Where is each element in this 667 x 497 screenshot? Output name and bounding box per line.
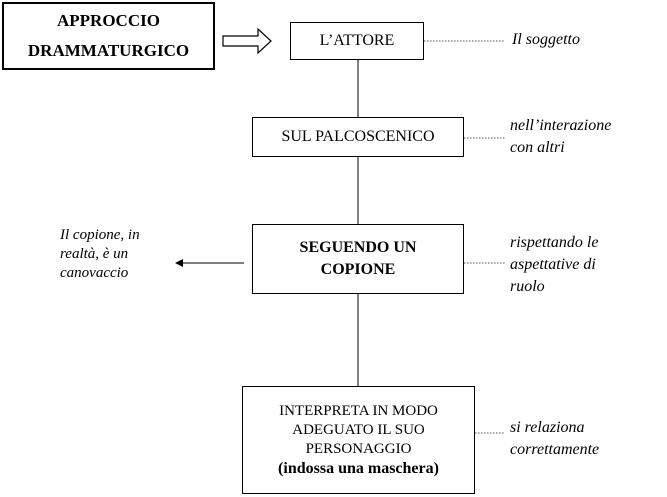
note-aspettative: rispettando le aspettative di ruolo (510, 234, 599, 295)
note-soggetto: Il soggetto (512, 31, 580, 48)
title-box: APPROCCIO DRAMMATURGICO (2, 2, 215, 70)
box-interpreta-line-3: PERSONAGGIO (305, 441, 412, 457)
title-line-2: DRAMMATURGICO (27, 41, 190, 60)
box-copione-line-2: COPIONE (320, 261, 396, 278)
box-palcoscenico-label: SUL PALCOSCENICO (281, 128, 435, 145)
note-relaziona: si relaziona correttamente (510, 419, 600, 458)
box-copione: SEGUENDO UN COPIONE (252, 224, 464, 294)
note-interazione: nell’interazione con altri (510, 117, 612, 156)
box-attore-label: L’ATTORE (319, 32, 395, 49)
note-canovaccio: Il copione, in realtà, è un canovaccio (60, 227, 140, 281)
box-attore: L’ATTORE (290, 22, 424, 60)
arrow-canovaccio-head (175, 259, 183, 267)
title-line-1: APPROCCIO (57, 11, 160, 30)
box-palcoscenico: SUL PALCOSCENICO (252, 117, 464, 157)
box-interpreta-line-4: (indossa una maschera) (278, 460, 439, 477)
box-interpreta: INTERPRETA IN MODO ADEGUATO IL SUO PERSO… (242, 386, 475, 494)
box-interpreta-line-1: INTERPRETA IN MODO (279, 403, 438, 419)
box-interpreta-line-2: ADEGUATO IL SUO (292, 422, 425, 438)
block-arrow (222, 27, 272, 55)
box-copione-line-1: SEGUENDO UN (299, 239, 417, 256)
